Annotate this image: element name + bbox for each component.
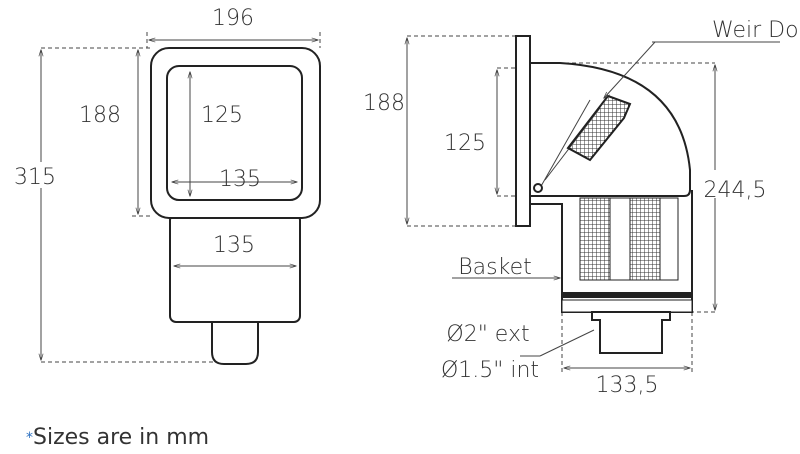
- footnote: *Sizes are in mm: [26, 425, 209, 450]
- weir-door-label: Weir Door: [712, 18, 800, 43]
- flange: [515, 35, 531, 227]
- opening: [166, 65, 303, 201]
- footnote-text: Sizes are in mm: [33, 425, 210, 450]
- skimmer-body: [169, 213, 301, 323]
- dim-width-196: 196: [212, 6, 254, 31]
- front-view: 196 315 188 125 135 135: [10, 4, 321, 365]
- asterisk-icon: *: [26, 430, 33, 446]
- dim-side-125: 125: [444, 131, 486, 156]
- dim-height-188: 188: [79, 103, 121, 128]
- dim-body-135: 135: [213, 233, 255, 258]
- outlet-pipe: [211, 321, 259, 365]
- dim-133-5: 133,5: [596, 373, 659, 398]
- side-view: Weir Door 188 125 244,5 Basket Ø2" ext Ø…: [363, 18, 800, 398]
- dim-opening-125: 125: [201, 103, 243, 128]
- weir-door: [566, 94, 632, 162]
- dim-height-315: 315: [14, 165, 56, 190]
- outlet-pipe-side: [591, 311, 671, 354]
- basket-label: Basket: [458, 255, 531, 280]
- pipe-int-label: Ø1.5" int: [441, 358, 539, 383]
- face-frame: [150, 47, 321, 219]
- basket: [579, 197, 679, 281]
- pipe-ext-label: Ø2" ext: [446, 322, 529, 347]
- dim-opening-135: 135: [219, 167, 261, 192]
- dim-side-188: 188: [363, 91, 405, 116]
- dim-244-5: 244,5: [704, 178, 767, 203]
